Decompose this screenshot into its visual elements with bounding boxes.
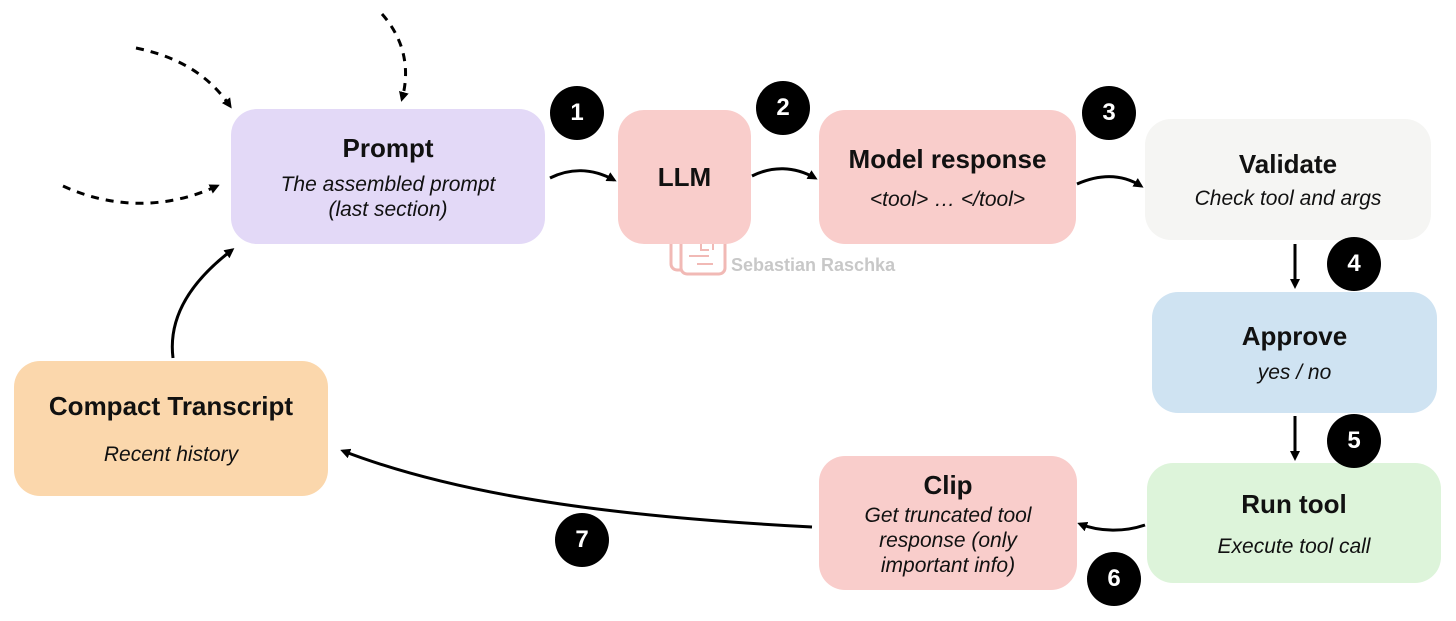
run-tool-subtitle: Execute tool call <box>1217 534 1371 558</box>
model-response-subtitle: <tool> … </tool> <box>869 187 1026 211</box>
step-badge-6: 6 <box>1087 552 1141 606</box>
prompt-subtitle-line1: The assembled prompt <box>280 172 496 196</box>
dashed-input-arrow-3 <box>62 184 220 205</box>
run-tool-title: Run tool <box>1241 488 1347 519</box>
prompt-node: Prompt The assembled prompt (last sectio… <box>231 109 545 244</box>
clip-subtitle-line3: important info) <box>880 553 1016 577</box>
arrow-clip-to-compact <box>340 448 813 529</box>
arrow-prompt-to-llm <box>549 169 617 182</box>
llm-title: LLM <box>657 162 712 192</box>
model-response-node: Model response <tool> … </tool> <box>819 110 1076 244</box>
compact-transcript-node: Compact Transcript Recent history <box>14 361 328 496</box>
arrow-run-to-clip <box>1077 521 1146 532</box>
llm-node: LLM <box>618 110 751 244</box>
arrow-compact-to-prompt <box>170 248 235 359</box>
clip-node: Clip Get truncated tool response (only i… <box>819 456 1077 590</box>
step-badge-7: 7 <box>555 513 609 567</box>
model-response-title: Model response <box>848 143 1047 174</box>
arrow-response-to-validate <box>1076 175 1144 188</box>
step-badge-1: 1 <box>550 86 604 140</box>
validate-subtitle: Check tool and args <box>1194 187 1382 210</box>
step-badge-4: 4 <box>1327 237 1381 291</box>
validate-node: Validate Check tool and args <box>1145 119 1431 240</box>
prompt-title: Prompt <box>342 132 434 163</box>
arrow-llm-to-response <box>751 167 818 180</box>
run-tool-node: Run tool Execute tool call <box>1147 463 1441 583</box>
clip-subtitle-line2: response (only <box>879 528 1017 552</box>
step-badge-5: 5 <box>1327 414 1381 468</box>
step-badge-3: 3 <box>1082 86 1136 140</box>
approve-subtitle: yes / no <box>1257 361 1332 384</box>
watermark-text: Sebastian Raschka <box>731 255 896 275</box>
clip-subtitle-line1: Get truncated tool <box>864 503 1032 527</box>
approve-title: Approve <box>1241 321 1348 351</box>
approve-node: Approve yes / no <box>1152 292 1437 413</box>
compact-transcript-subtitle: Recent history <box>103 443 239 466</box>
clip-title: Clip <box>923 469 973 500</box>
compact-transcript-title: Compact Transcript <box>48 391 294 421</box>
dashed-input-arrow-1 <box>135 46 232 109</box>
dashed-input-arrow-2 <box>380 13 409 102</box>
step-badge-2: 2 <box>756 81 810 135</box>
prompt-subtitle-line2: (last section) <box>328 197 448 221</box>
validate-title: Validate <box>1238 149 1338 179</box>
